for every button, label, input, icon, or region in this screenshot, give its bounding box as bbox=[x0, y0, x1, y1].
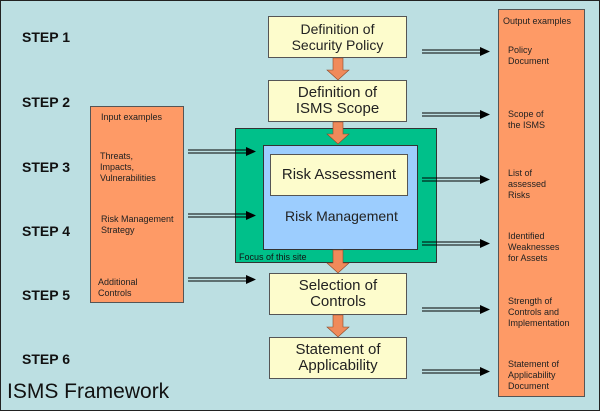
output-arrow-2 bbox=[422, 110, 490, 119]
flow-arrow-2-3 bbox=[326, 121, 350, 145]
input-arrow-strategy bbox=[188, 211, 256, 220]
statement-of-applicability-box: Statement of Applicability bbox=[269, 337, 407, 379]
output-item-soa-document: Statement of Applicability Document bbox=[508, 359, 560, 391]
step-5-label: STEP 5 bbox=[22, 287, 70, 303]
focus-label: Focus of this site bbox=[239, 252, 307, 262]
input-examples-heading: Input examples bbox=[101, 112, 163, 122]
selection-of-controls-box: Selection of Controls bbox=[269, 273, 407, 315]
step-2-label: STEP 2 bbox=[22, 94, 70, 110]
output-item-controls-strength: Strength of Controls and Implementation bbox=[508, 296, 570, 328]
step-4-label: STEP 4 bbox=[22, 223, 70, 239]
output-item-scope: Scope of the ISMS bbox=[508, 109, 546, 130]
output-arrow-6 bbox=[422, 367, 490, 376]
flow-arrow-1-2 bbox=[326, 57, 350, 81]
output-examples-heading: Output examples bbox=[503, 16, 572, 26]
flow-arrow-3-5 bbox=[326, 249, 350, 274]
diagram-title: ISMS Framework bbox=[7, 380, 170, 403]
output-arrow-5 bbox=[422, 305, 490, 314]
output-item-risks: List of assessed Risks bbox=[508, 168, 547, 200]
output-arrow-3 bbox=[422, 175, 490, 184]
input-arrow-threats bbox=[188, 147, 256, 156]
output-item-weaknesses: Identified Weaknesses for Assets bbox=[508, 231, 560, 263]
input-item-threats: Threats, Impacts, Vulnerabilities bbox=[100, 151, 156, 183]
input-item-strategy: Risk Management Strategy bbox=[101, 214, 174, 235]
output-arrow-1 bbox=[422, 47, 490, 56]
output-examples-box: Output examples Policy Document Scope of… bbox=[498, 9, 585, 397]
input-arrow-additional-controls bbox=[188, 275, 256, 284]
output-arrow-4 bbox=[422, 239, 490, 248]
step-1-label: STEP 1 bbox=[22, 29, 70, 45]
step-6-label: STEP 6 bbox=[22, 351, 70, 367]
isms-scope-box: Definition of ISMS Scope bbox=[268, 80, 407, 122]
input-item-additional-controls: Additional Controls bbox=[98, 277, 138, 298]
flow-arrow-5-6 bbox=[326, 314, 350, 338]
risk-assessment-box: Risk Assessment bbox=[270, 154, 408, 196]
step-3-label: STEP 3 bbox=[22, 159, 70, 175]
risk-management-label: Risk Management bbox=[285, 208, 398, 224]
security-policy-box: Definition of Security Policy bbox=[268, 16, 407, 58]
input-examples-box: Input examples Threats, Impacts, Vulnera… bbox=[90, 106, 184, 303]
output-item-policy: Policy Document bbox=[508, 45, 550, 66]
